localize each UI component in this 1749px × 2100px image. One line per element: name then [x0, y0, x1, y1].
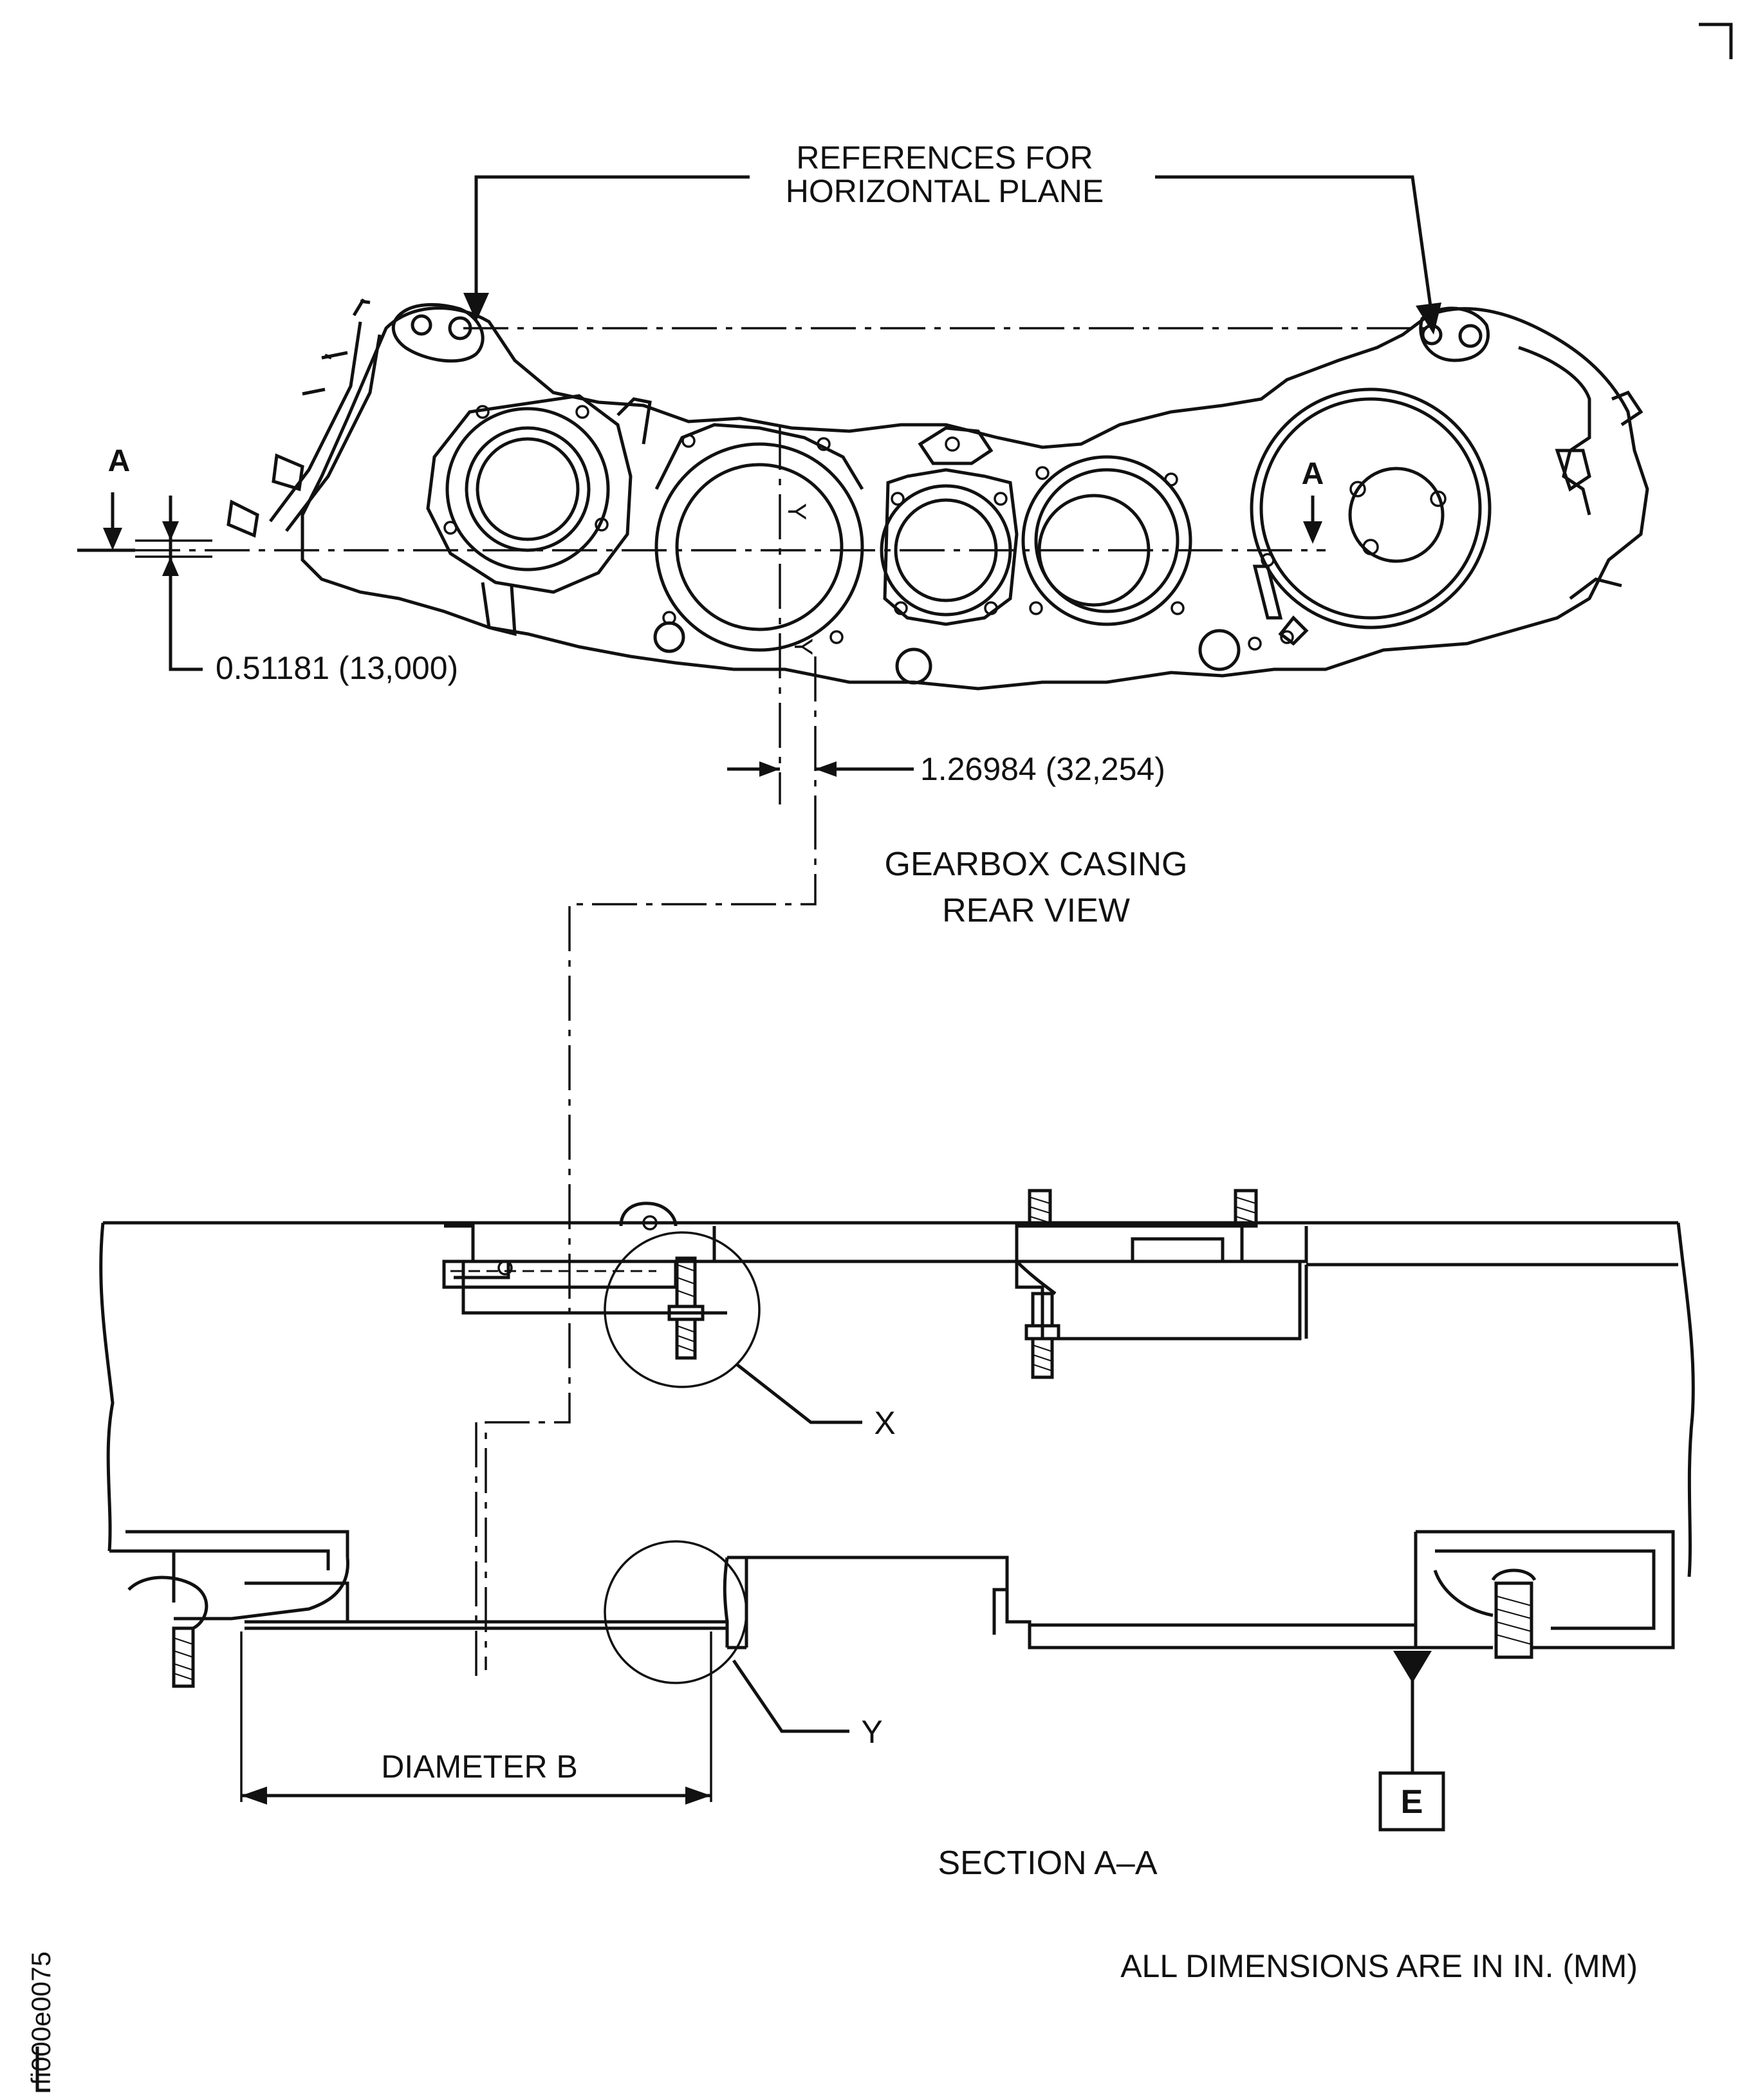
shift-dimension: 1.26984 (32,254) — [727, 425, 1165, 804]
units-note: ALL DIMENSIONS ARE IN IN. (MM) — [1120, 1948, 1638, 1984]
diameter-b-dimension: DIAMETER B — [240, 1631, 712, 1805]
section-marker-left: A — [77, 444, 135, 552]
detail-x-label: X — [874, 1405, 895, 1441]
sheet-corner-mark — [1699, 23, 1733, 59]
references-callout: REFERENCES FOR HORIZONTAL PLANE — [463, 140, 1441, 335]
shift-dimension-value: 1.26984 (32,254) — [920, 751, 1165, 787]
rear-view-lower-mark: Y — [789, 638, 817, 656]
section-mark-right-label: A — [1302, 457, 1324, 491]
datum-e: E — [1378, 1651, 1445, 1832]
rear-view-title-line2: REAR VIEW — [942, 892, 1130, 929]
section-mark-left-label: A — [108, 444, 131, 478]
gearbox-rear-view: Y Y — [135, 298, 1649, 691]
figure-id-text: fi000e0075 — [26, 1951, 56, 2085]
rear-view-upper-mark: Y — [782, 503, 811, 521]
references-label-line1: REFERENCES FOR — [796, 140, 1093, 176]
rear-view-title-line1: GEARBOX CASING — [885, 846, 1188, 883]
offset-dimension: 0.51181 (13,000) — [135, 496, 458, 686]
projection-centerline — [475, 804, 817, 1680]
section-marker-right: A — [1302, 457, 1324, 544]
rear-view-title: GEARBOX CASING REAR VIEW — [885, 846, 1188, 929]
references-label-line2: HORIZONTAL PLANE — [786, 173, 1104, 209]
offset-dimension-value: 0.51181 (13,000) — [216, 650, 458, 686]
diameter-b-label: DIAMETER B — [381, 1749, 578, 1785]
figure-id: fi000e0075 — [26, 1951, 56, 2092]
detail-y-label: Y — [861, 1714, 882, 1750]
section-a-a: X — [99, 1189, 1695, 1750]
section-title: SECTION A–A — [938, 1844, 1158, 1882]
datum-e-label: E — [1401, 1783, 1423, 1821]
